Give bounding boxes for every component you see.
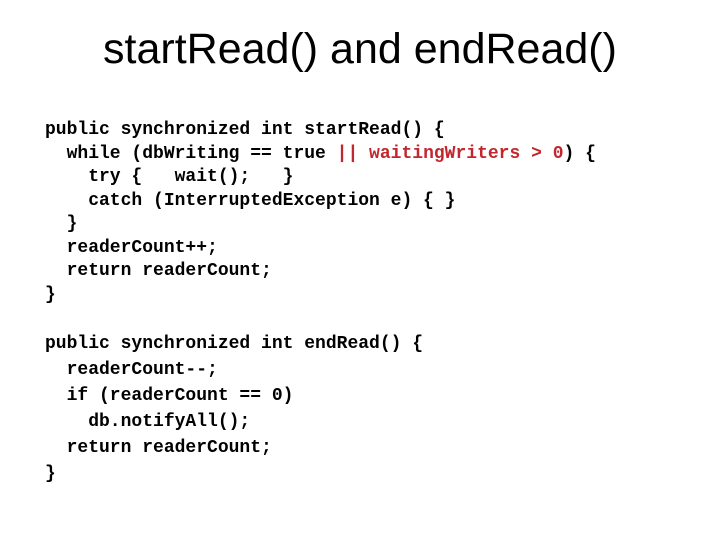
code-line: catch (InterruptedException e) { }: [45, 190, 596, 214]
code-line: return readerCount;: [45, 260, 596, 284]
code-line: readerCount--;: [45, 357, 423, 383]
code-segment-highlight: || waitingWriters > 0: [336, 143, 564, 164]
code-line: public synchronized int startRead() {: [45, 119, 596, 143]
code-line: }: [45, 284, 596, 308]
code-segment: return readerCount;: [45, 261, 272, 281]
code-block-endread: public synchronized int endRead() { read…: [45, 331, 423, 487]
code-segment: catch (InterruptedException e) { }: [45, 190, 456, 211]
code-line: if (readerCount == 0): [45, 383, 423, 409]
code-line: readerCount++;: [45, 237, 596, 261]
code-line: try { wait(); }: [45, 166, 596, 190]
code-segment: public synchronized int startRead() {: [45, 120, 445, 140]
code-segment: if (readerCount == 0): [45, 386, 294, 406]
code-segment: }: [45, 464, 56, 484]
code-line: }: [45, 213, 596, 237]
code-block-startread: public synchronized int startRead() { wh…: [45, 119, 596, 307]
code-segment: public synchronized int endRead() {: [45, 334, 424, 354]
code-segment: ) {: [563, 143, 596, 164]
code-segment: while (dbWriting == true: [45, 143, 337, 164]
code-segment: readerCount++;: [45, 237, 218, 258]
code-line: }: [45, 461, 423, 487]
code-segment: db.notifyAll();: [45, 412, 251, 432]
code-segment: try { wait(); }: [45, 167, 294, 187]
code-line: while (dbWriting == true || waitingWrite…: [45, 143, 596, 167]
code-segment: }: [45, 214, 78, 234]
code-line: public synchronized int endRead() {: [45, 331, 423, 357]
code-line: db.notifyAll();: [45, 409, 423, 435]
code-segment: }: [45, 284, 56, 305]
code-segment: return readerCount;: [45, 438, 272, 458]
code-line: return readerCount;: [45, 435, 423, 461]
code-segment: readerCount--;: [45, 360, 218, 380]
slide-title: startRead() and endRead(): [103, 25, 617, 73]
